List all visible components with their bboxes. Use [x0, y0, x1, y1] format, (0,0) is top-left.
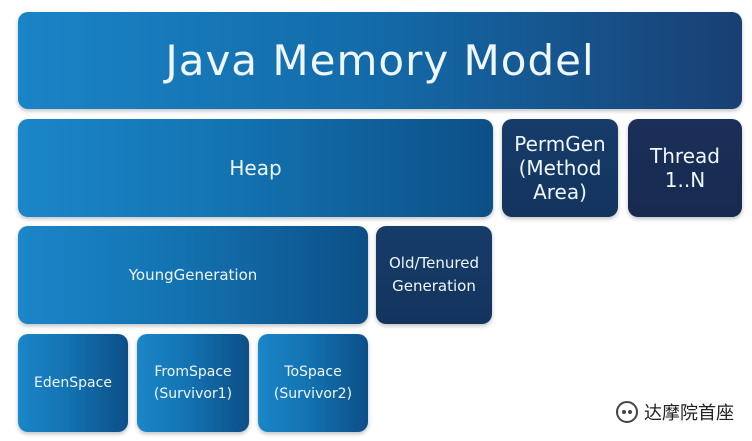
thread-block: Thread 1..N: [628, 119, 742, 217]
watermark: 达摩院首座: [616, 399, 734, 425]
java-memory-model-title: Java Memory Model: [18, 12, 742, 109]
watermark-text: 达摩院首座: [644, 403, 734, 424]
from-space-block: FromSpace (Survivor1): [137, 334, 249, 432]
to-space-block: ToSpace (Survivor2): [258, 334, 368, 432]
heap-block: Heap: [18, 119, 493, 217]
wechat-icon: [616, 401, 638, 423]
young-generation-block: YoungGeneration: [18, 226, 368, 324]
permgen-block: PermGen (Method Area): [502, 119, 618, 217]
eden-space-block: EdenSpace: [18, 334, 128, 432]
old-generation-block: Old/Tenured Generation: [376, 226, 492, 324]
